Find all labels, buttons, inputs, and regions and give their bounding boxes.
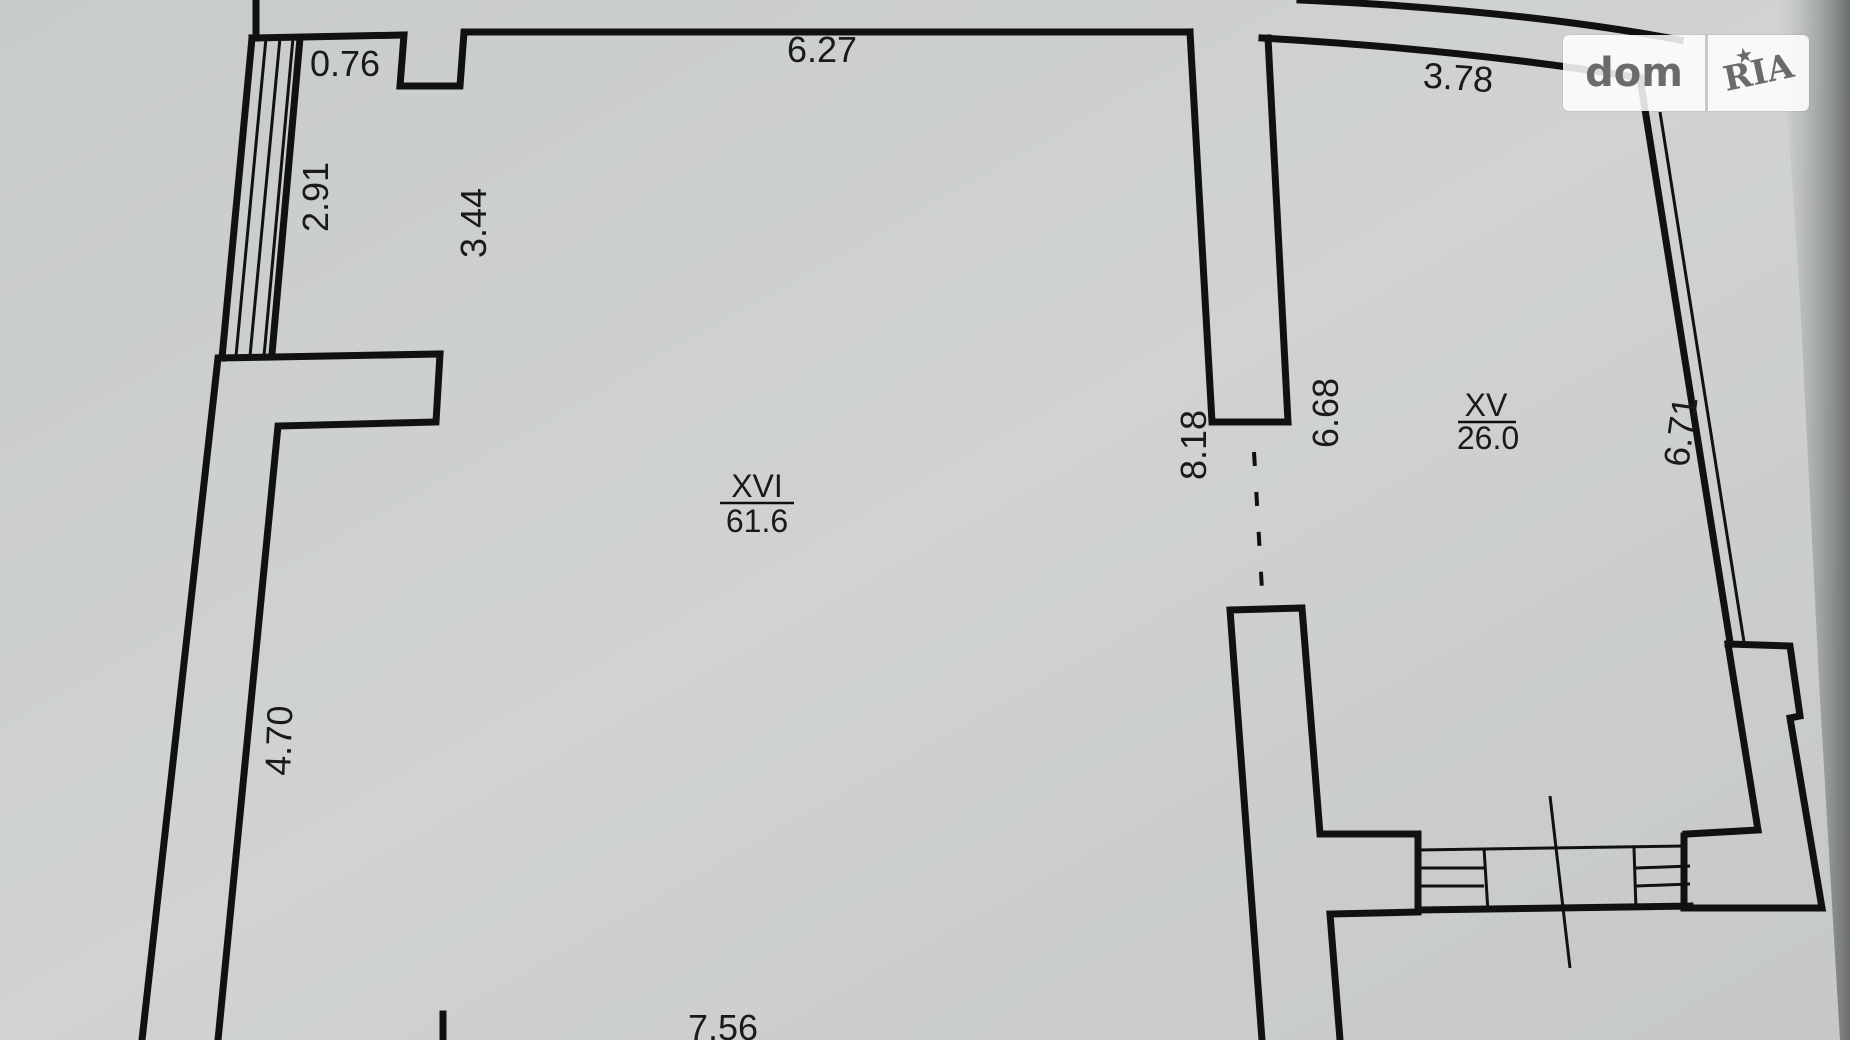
- left-wall: [138, 350, 444, 1040]
- dimension-divider-left: 8.18: [1173, 410, 1214, 480]
- dimension-right-wall: 6.71: [1655, 394, 1705, 469]
- top-wall-left: [248, 28, 1194, 90]
- dimension-inner-left: 3.44: [453, 188, 494, 258]
- watermark-badge: dom ★ RIA: [1563, 35, 1809, 111]
- watermark-dom-text: dom: [1585, 50, 1683, 96]
- dimension-left-lower: 4.70: [257, 705, 300, 776]
- room-number-xv: XV: [1465, 387, 1508, 423]
- right-wall-outer: [1635, 73, 1735, 647]
- dimension-left-niche: 2.91: [295, 162, 336, 232]
- right-step-wall: [1682, 639, 1763, 838]
- watermark-ria-text: RIA: [1719, 46, 1798, 100]
- right-wall-inner: [1658, 111, 1746, 643]
- upper-arc-edge: [1296, 0, 1685, 45]
- room-label-xv: XV 26.0: [1457, 387, 1519, 456]
- room-area-xvi: 61.6: [726, 503, 788, 539]
- dimension-top-main: 6.27: [787, 29, 857, 70]
- dimension-divider-right: 6.68: [1305, 378, 1346, 448]
- left-balcony-hatch: [218, 0, 304, 362]
- dimension-top-right: 3.78: [1422, 54, 1495, 100]
- page-shadow: [1780, 0, 1850, 1040]
- room-number-xvi: XVI: [731, 468, 783, 504]
- watermark-divider: [1705, 35, 1708, 111]
- dimension-bottom: 7.56: [688, 1007, 758, 1040]
- partition-wall-left: [1186, 28, 1292, 426]
- stair-threshold: [1416, 795, 1694, 969]
- partition-wall-lower: [1226, 604, 1422, 1040]
- dimension-top-small: 0.76: [310, 43, 380, 84]
- room-area-xv: 26.0: [1457, 420, 1519, 456]
- room-label-xvi: XVI 61.6: [720, 468, 794, 539]
- star-icon: ★: [1734, 44, 1755, 69]
- watermark-ria-logo: ★ RIA: [1705, 43, 1812, 103]
